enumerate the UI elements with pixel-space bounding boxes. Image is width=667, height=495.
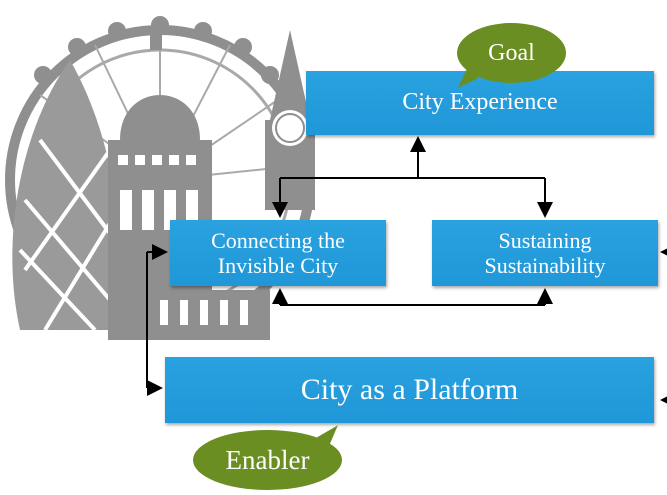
city-experience-label: City Experience bbox=[402, 89, 558, 116]
enabler-bubble: Enabler bbox=[193, 430, 342, 490]
connecting-invisible-city-box: Connecting the Invisible City bbox=[170, 220, 386, 286]
city-experience-box: City Experience bbox=[306, 71, 654, 135]
sustaining-sustainability-box: Sustaining Sustainability bbox=[432, 220, 658, 286]
city-as-platform-label: City as a Platform bbox=[300, 372, 519, 406]
goal-bubble: Goal bbox=[457, 23, 566, 83]
city-as-platform-box: City as a Platform bbox=[165, 357, 654, 423]
goal-label: Goal bbox=[488, 39, 535, 66]
enabler-label: Enabler bbox=[225, 444, 310, 475]
connecting-invisible-city-label: Connecting the Invisible City bbox=[211, 227, 345, 278]
sustaining-sustainability-label: Sustaining Sustainability bbox=[484, 227, 606, 278]
